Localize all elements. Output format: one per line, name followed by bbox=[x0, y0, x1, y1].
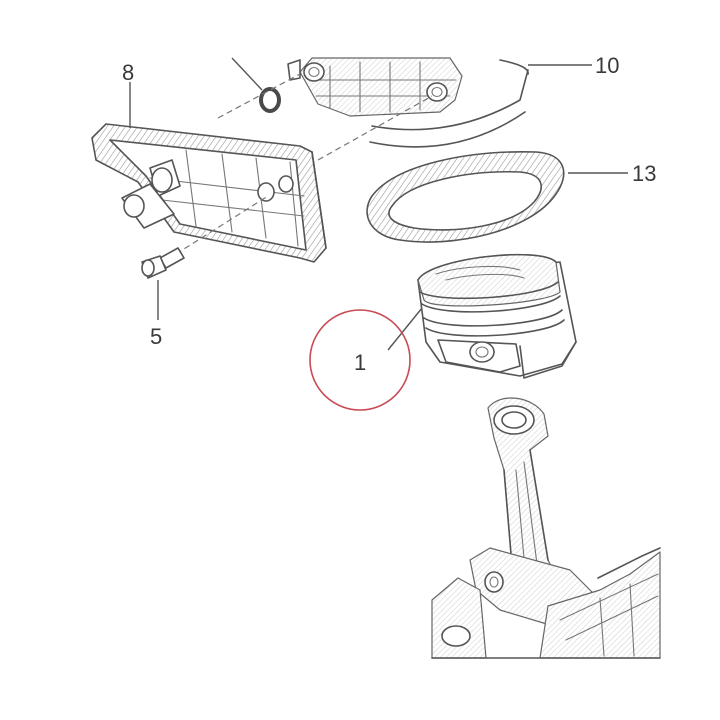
callout-13: 13 bbox=[632, 161, 656, 186]
leader-o-ring bbox=[231, 57, 263, 91]
callout-10: 10 bbox=[595, 53, 619, 78]
part-5-bolt bbox=[141, 195, 269, 279]
callout-1: 1 bbox=[354, 350, 366, 375]
connecting-rod bbox=[469, 397, 601, 629]
part-1-piston bbox=[417, 253, 577, 379]
part-13-gasket bbox=[366, 151, 565, 243]
engine-block-top bbox=[287, 57, 529, 148]
crankcase-lower bbox=[431, 547, 661, 659]
assembly-line-upper bbox=[217, 73, 301, 119]
part-8-plate bbox=[91, 123, 327, 263]
leader-1 bbox=[387, 307, 423, 351]
highlight-circle-part-1 bbox=[309, 309, 411, 411]
callout-8: 8 bbox=[122, 60, 134, 85]
o-ring bbox=[259, 87, 281, 113]
assembly-line-mid bbox=[317, 95, 433, 161]
callout-5: 5 bbox=[150, 324, 162, 349]
